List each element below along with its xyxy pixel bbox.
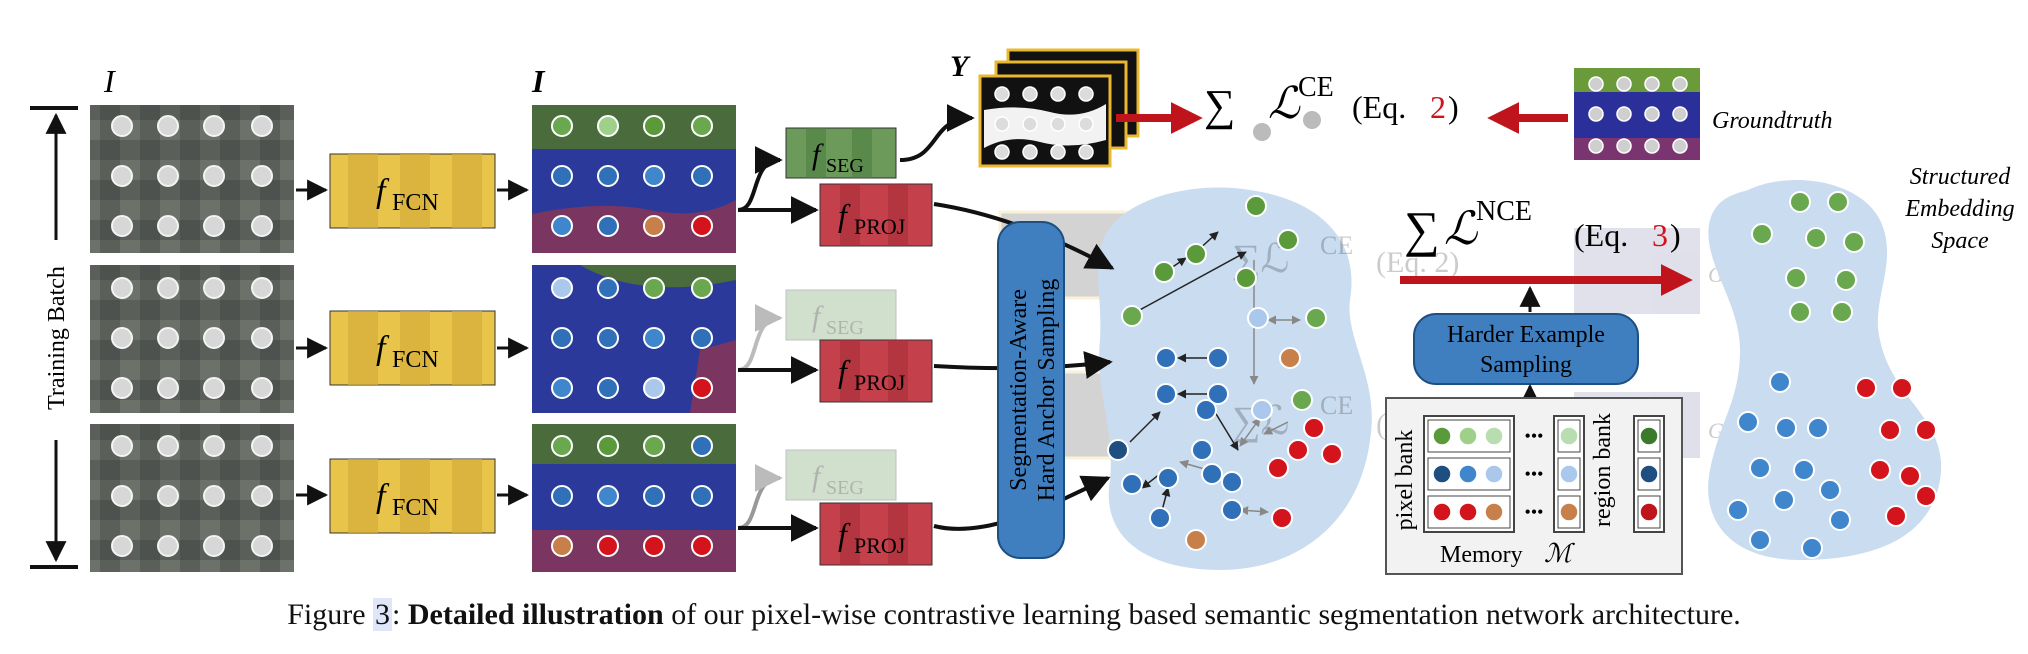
- svg-text:): ): [1670, 217, 1681, 253]
- output-image-label: I: [531, 63, 546, 99]
- seg-to-y-arrow: [899, 104, 975, 162]
- svg-text:Hard Anchor Sampling: Hard Anchor Sampling: [1034, 279, 1060, 502]
- branch-arrows: [737, 146, 819, 542]
- svg-text:PROJ: PROJ: [854, 533, 906, 558]
- nce-loss-formula: ∑ ℒ NCE (Eq. 3 ): [1404, 196, 1681, 257]
- svg-text:Space: Space: [1931, 228, 1989, 254]
- fcn-box-3: f FCN: [329, 458, 496, 534]
- input-image-label: I: [103, 63, 116, 99]
- fcn-to-feature-arrows: [497, 179, 530, 506]
- y-output-stack: [978, 48, 1140, 168]
- proj-box-1: f PROJ: [819, 183, 933, 247]
- svg-text:•••: •••: [1525, 502, 1544, 522]
- fcn-sub: FCN: [392, 190, 439, 216]
- svg-text:(Eq. 2): (Eq. 2): [1376, 246, 1459, 279]
- ce-loss-formula: ∑ ℒ CE (Eq. 2 ): [1204, 72, 1459, 141]
- training-batch-label: Training Batch: [44, 266, 70, 410]
- svg-text:): ): [1448, 89, 1459, 125]
- fcn-sub: FCN: [392, 347, 439, 373]
- svg-text:SEG: SEG: [826, 477, 864, 499]
- svg-text:ℒ: ℒ: [1444, 203, 1478, 254]
- proj-box-3: f PROJ: [819, 502, 933, 566]
- y-label: Y: [950, 50, 971, 83]
- svg-text:•••: •••: [1525, 426, 1544, 446]
- structured-embedding-points: [1727, 191, 1937, 559]
- groundtruth-image: [1574, 68, 1700, 160]
- svg-text:PROJ: PROJ: [854, 370, 906, 395]
- svg-text:SEG: SEG: [826, 155, 864, 177]
- harder-example-box: Harder Example Sampling: [1413, 313, 1639, 385]
- figure-caption: Figure 3: Detailed illustration of our p…: [0, 598, 2028, 632]
- svg-text:(Eq.: (Eq.: [1574, 217, 1628, 253]
- seg-box-3: f SEG: [785, 449, 897, 501]
- caption-prefix: Figure: [287, 598, 374, 631]
- svg-text:(Eq.: (Eq.: [1352, 89, 1406, 125]
- svg-text:ℳ: ℳ: [1544, 539, 1575, 568]
- seg-box-2: f SEG: [785, 289, 897, 341]
- fcn-box-1: f FCN: [329, 153, 496, 229]
- svg-text:CE: CE: [1298, 72, 1334, 103]
- svg-text:CE: CE: [1320, 391, 1353, 420]
- svg-text:∑: ∑: [1404, 201, 1440, 257]
- input-images: [90, 105, 294, 572]
- embedding-points: [1107, 195, 1343, 551]
- training-batch-bracket: Training Batch: [30, 106, 78, 569]
- svg-text:2: 2: [1430, 89, 1446, 125]
- structured-embedding-label: Structured Embedding Space: [1904, 164, 2014, 254]
- groundtruth-label: Groundtruth: [1712, 108, 1832, 134]
- fcn-sub: FCN: [392, 495, 439, 521]
- caption-bold: Detailed illustration: [407, 598, 664, 631]
- svg-text:SEG: SEG: [826, 317, 864, 339]
- svg-text:region bank: region bank: [1590, 413, 1616, 527]
- svg-text:PROJ: PROJ: [854, 214, 906, 239]
- svg-text:Memory: Memory: [1440, 542, 1523, 568]
- svg-text:NCE: NCE: [1476, 196, 1532, 227]
- caption-rest: of our pixel-wise contrastive learning b…: [663, 598, 1741, 631]
- caption-figure-number[interactable]: 3: [373, 598, 393, 631]
- feature-sample-points: [551, 115, 713, 557]
- svg-text:ℒ: ℒ: [1268, 79, 1301, 128]
- svg-text:Embedding: Embedding: [1904, 196, 2014, 222]
- input-to-fcn-arrows: [296, 179, 329, 506]
- seg-box-1: f SEG: [785, 127, 897, 179]
- proj-box-2: f PROJ: [819, 339, 933, 403]
- hard-anchor-sampling-box: Segmentation-Aware Hard Anchor Sampling: [997, 221, 1065, 559]
- caption-colon: :: [392, 598, 408, 631]
- svg-text:Sampling: Sampling: [1480, 352, 1572, 378]
- input-sample-points: [111, 115, 273, 557]
- svg-text:3: 3: [1652, 217, 1668, 253]
- svg-text:pixel bank: pixel bank: [1392, 430, 1418, 531]
- svg-text:CE: CE: [1320, 231, 1353, 260]
- svg-text:∑: ∑: [1204, 81, 1235, 130]
- svg-text:Segmentation-Aware: Segmentation-Aware: [1006, 289, 1032, 491]
- svg-text:Harder Example: Harder Example: [1447, 322, 1605, 348]
- svg-text:•••: •••: [1525, 464, 1544, 484]
- svg-text:Structured: Structured: [1910, 164, 2011, 190]
- memory-bank: pixel bank region bank •••: [1385, 397, 1683, 575]
- fcn-box-2: f FCN: [329, 310, 496, 386]
